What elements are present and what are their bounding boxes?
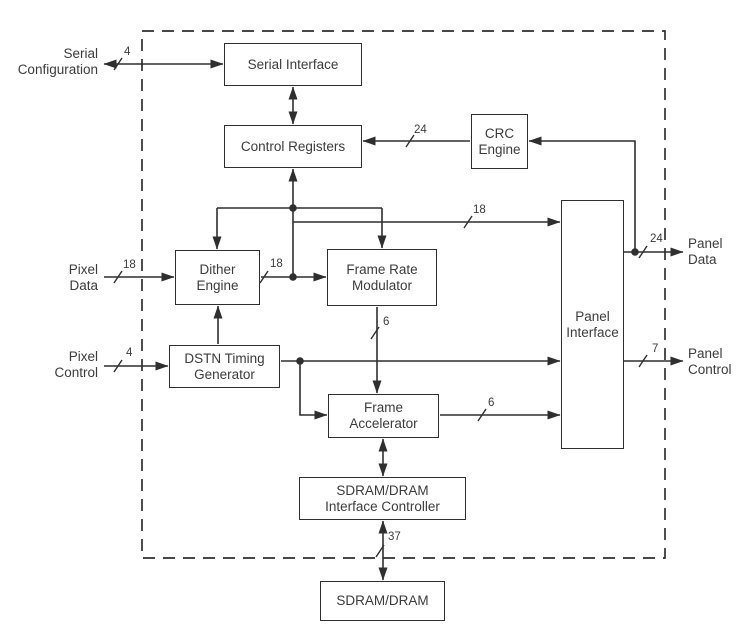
block-panel-interface: Panel Interface [561,200,624,449]
bus-width-dither-engine-out: 18 [270,258,283,270]
bus-slash [405,134,415,148]
bus-width-pixel-control-in: 4 [126,347,133,359]
bus-width-data-to-panel-interface: 18 [473,204,486,216]
block-label: Frame Rate Modulator [346,261,418,293]
block-crc-engine: CRC Engine [471,114,528,169]
label-pixel-data: Pixel Data [68,262,98,293]
label-panel-data: Panel Data [688,236,723,267]
bus-slash [375,544,385,558]
block-sdram-dram: SDRAM/DRAM [320,581,445,621]
label-panel-control: Panel Control [688,346,732,377]
chip-boundary [141,30,666,559]
block-frame-accelerator: Frame Accelerator [328,394,439,438]
block-control-registers: Control Registers [224,125,362,168]
bus-slash [638,354,648,368]
bus-width-frame-rate-modulator-out: 6 [383,316,390,328]
junction-dot [289,204,297,212]
bus-slash [370,326,380,340]
block-serial-interface: Serial Interface [224,43,362,86]
bus-slash [113,270,123,284]
block-frame-rate-modulator: Frame Rate Modulator [327,249,437,306]
bus-slash [463,215,473,229]
block-label: Frame Accelerator [349,400,418,431]
label-serial-configuration: Serial Configuration [17,46,98,77]
bus-width-crc-to-control-registers: 24 [414,124,427,136]
bus-width-memory-bus: 37 [388,531,401,543]
bus-width-serial-configuration: 4 [124,46,131,58]
connector-panel-data-to-crc [528,136,636,252]
bus-width-frame-accelerator-out: 6 [488,397,495,409]
bus-width-pixel-data-in: 18 [123,259,136,271]
block-label: Dither Engine [196,261,239,293]
block-label: Panel Interface [566,308,619,340]
block-label: SDRAM/DRAM [336,593,429,608]
label-pixel-control: Pixel Control [54,349,98,380]
block-dither-engine: Dither Engine [175,250,260,305]
bus-width-panel-control-out: 7 [652,343,659,355]
junction-dot [296,357,304,365]
junction-dots [289,204,639,365]
junction-dot [289,273,297,281]
bus-slash [113,57,123,71]
bus-slash [113,359,123,373]
block-label: CRC Engine [478,125,521,157]
bus-slash [638,245,648,259]
block-label: Serial Interface [247,56,339,72]
connector-dstn-to-frame-accelerator [299,361,328,420]
block-label: SDRAM/DRAM Interface Controller [325,482,440,514]
bus-slash [259,270,269,284]
bus-slashes [113,57,648,558]
block-dstn-timing-generator: DSTN Timing Generator [169,345,280,388]
block-sdram-dram-interface-controller: SDRAM/DRAM Interface Controller [299,477,466,520]
block-label: Control Registers [240,138,346,154]
junction-dot [631,248,639,256]
bus-width-panel-data-out: 24 [650,233,663,245]
bus-slash [477,408,487,422]
block-label: DSTN Timing Generator [184,350,265,382]
